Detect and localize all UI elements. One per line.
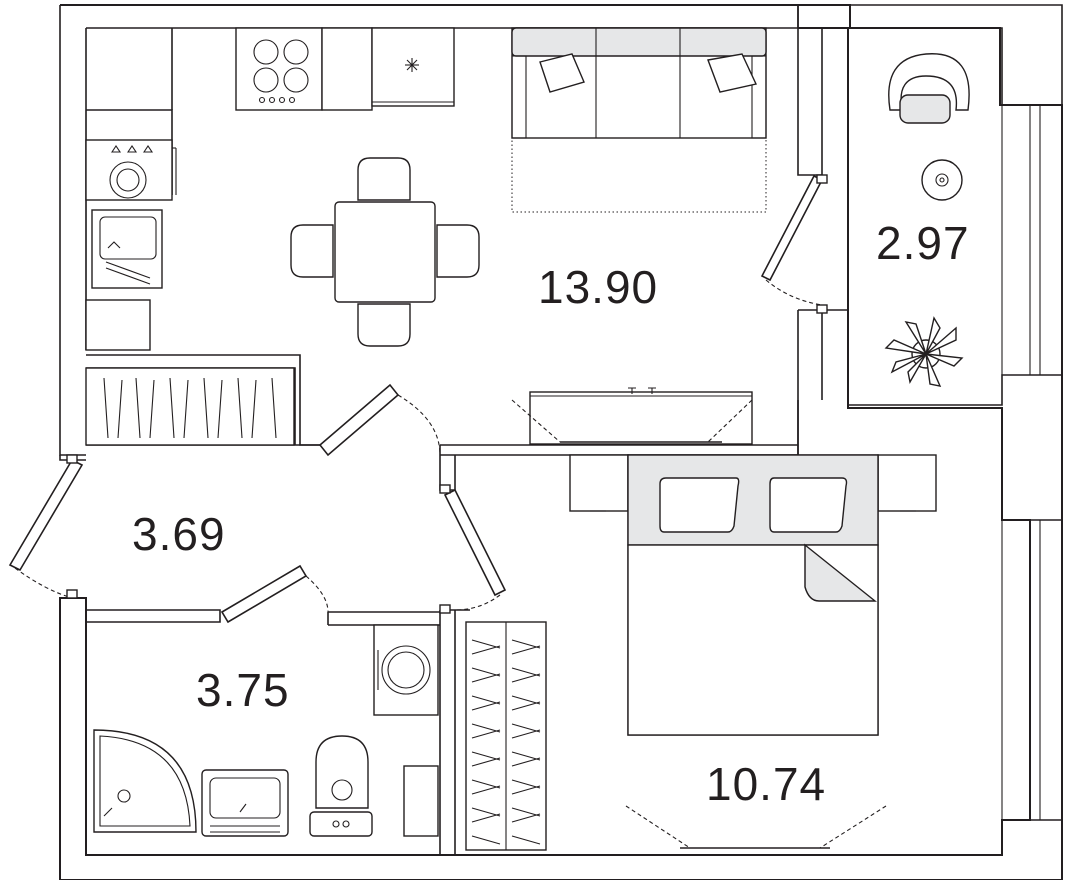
bedroom: 10.74	[465, 454, 937, 851]
area-label-living-kitchen: 13.90	[538, 261, 658, 313]
plant-icon	[884, 316, 964, 387]
area-label-hallway: 3.69	[132, 508, 226, 560]
bathroom: 3.75	[93, 624, 439, 837]
wardrobe-icon	[85, 367, 295, 446]
dining-table-icon	[290, 157, 480, 347]
stove-icon	[235, 27, 323, 111]
area-label-balcony: 2.97	[876, 217, 970, 269]
balcony: 2.97	[876, 53, 970, 387]
armchair-icon	[888, 53, 970, 124]
bed-icon	[627, 454, 879, 736]
area-label-bedroom: 10.74	[706, 758, 826, 810]
kitchen	[85, 27, 455, 351]
side-table-icon	[921, 159, 963, 201]
stove-icon	[109, 145, 154, 199]
wardrobe-icon	[465, 621, 547, 851]
freezer-icon	[371, 27, 455, 107]
nightstand-icon	[877, 454, 937, 512]
area-label-bathroom: 3.75	[196, 664, 290, 716]
living-room: 13.90	[290, 27, 767, 445]
toilet-icon	[309, 735, 373, 837]
bathroom-sink-icon	[201, 769, 289, 837]
kitchen-sink-icon	[91, 209, 163, 289]
hallway: 3.69	[85, 367, 295, 560]
rug-icon	[511, 137, 767, 213]
shower-icon	[93, 729, 197, 833]
tv-stand-icon	[511, 387, 753, 445]
nightstand-icon	[569, 454, 629, 512]
sofa-icon	[511, 27, 767, 139]
washing-machine-icon	[373, 624, 439, 716]
